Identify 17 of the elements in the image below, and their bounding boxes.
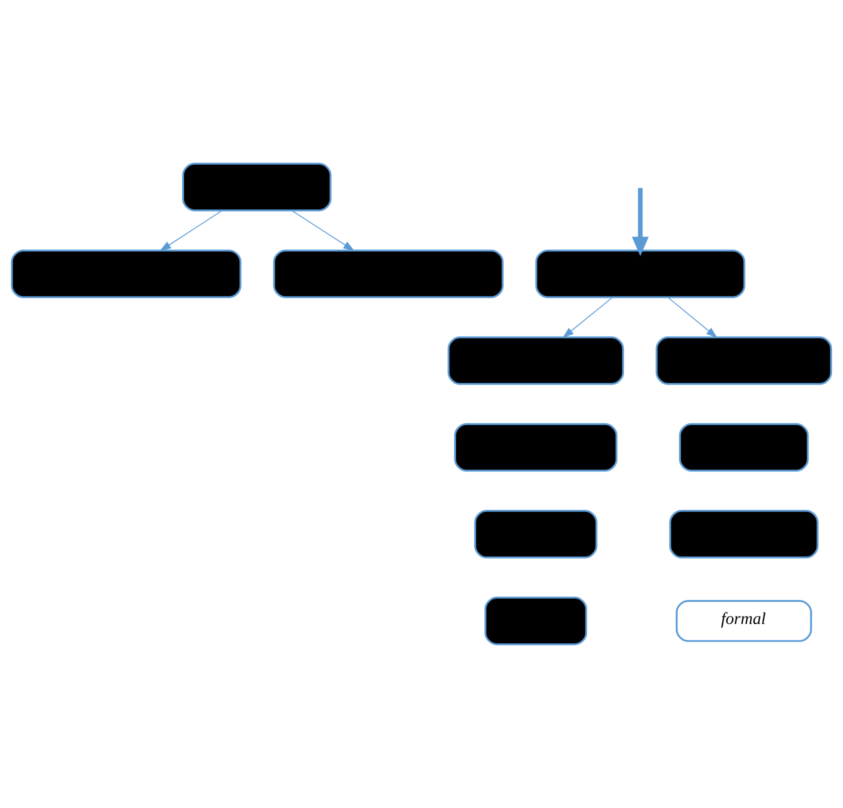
node-box xyxy=(182,162,332,212)
node-box xyxy=(10,250,242,298)
arrow xyxy=(667,296,718,338)
node-box: formal xyxy=(676,600,812,642)
arrow xyxy=(291,210,354,252)
node-box xyxy=(454,423,618,472)
node-box xyxy=(669,510,819,558)
node-box xyxy=(448,336,624,385)
arrow xyxy=(562,296,614,338)
node-box xyxy=(656,336,832,385)
node-box xyxy=(273,250,504,298)
node-box xyxy=(535,250,746,298)
node-box xyxy=(474,510,598,558)
node-box xyxy=(484,596,588,646)
arrow xyxy=(160,210,223,252)
node-box xyxy=(679,423,809,472)
arrow xyxy=(632,188,649,256)
